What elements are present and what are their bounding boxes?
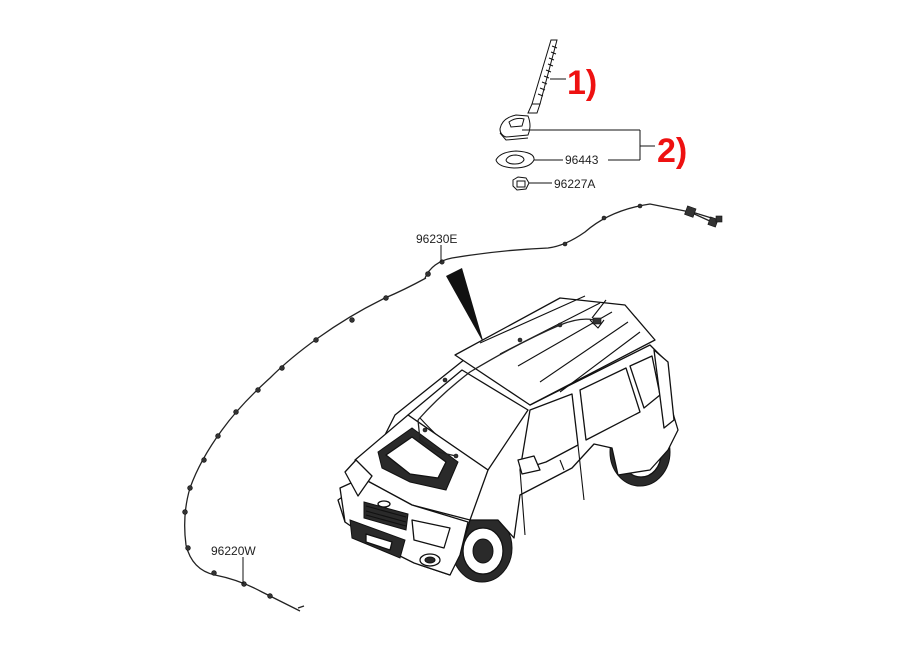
main-cable — [182, 277, 427, 612]
antenna-mast — [527, 39, 558, 114]
mount-pointer-arrow — [446, 268, 484, 344]
antenna-nut — [512, 176, 552, 191]
callout-2: 2) — [657, 132, 687, 170]
part-label-96220W: 96220W — [211, 544, 256, 558]
part-label-96230E: 96230E — [416, 232, 457, 246]
part-label-96227A: 96227A — [554, 177, 595, 191]
roof-cable — [424, 203, 723, 279]
antenna-gasket — [495, 150, 563, 169]
callout-1: 1) — [567, 64, 597, 102]
antenna-base — [499, 114, 640, 141]
car-illustration — [337, 295, 679, 583]
part-label-96443: 96443 — [565, 153, 599, 167]
